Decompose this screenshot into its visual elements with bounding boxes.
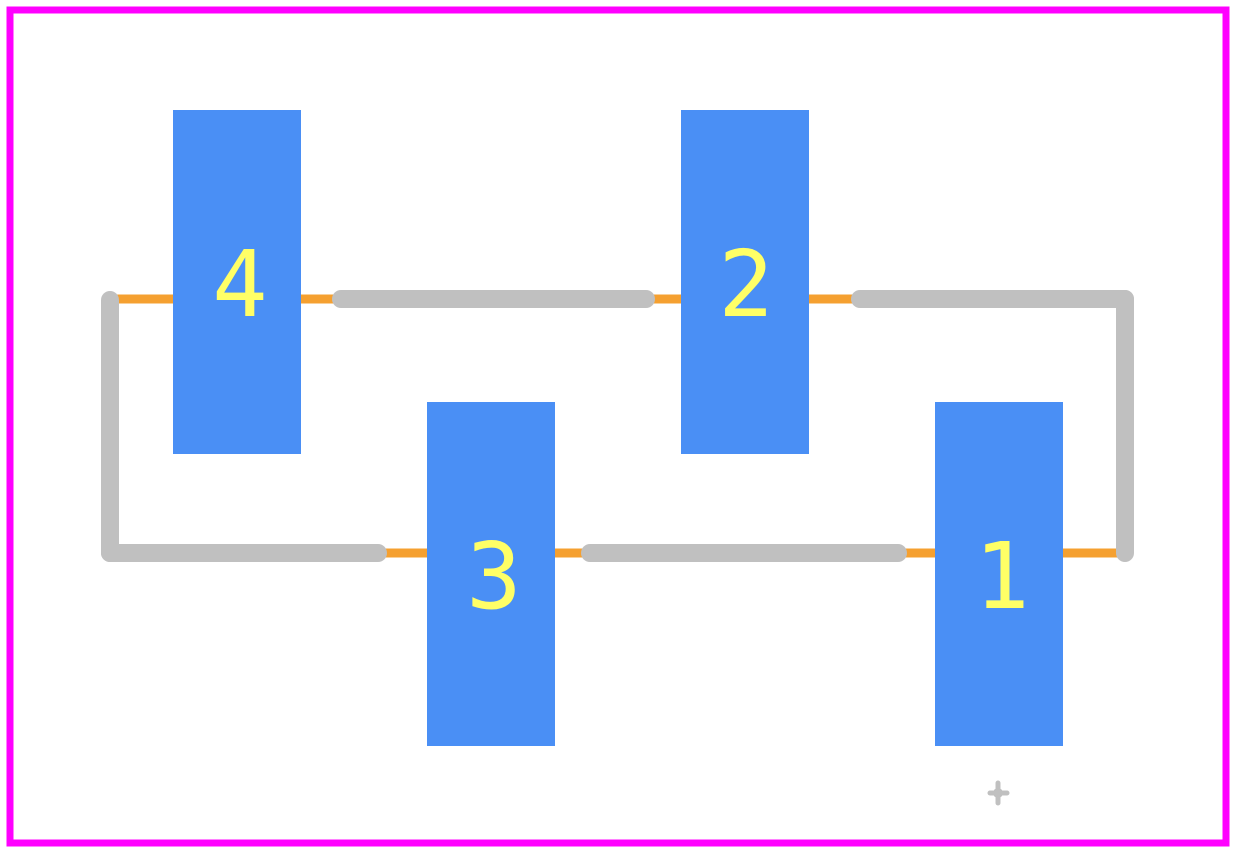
board-outline xyxy=(6,6,1230,847)
pad-4[interactable] xyxy=(173,110,301,454)
pad-3[interactable] xyxy=(427,402,555,746)
pad-1[interactable] xyxy=(935,402,1063,746)
silkscreen xyxy=(101,290,1134,562)
pads xyxy=(173,110,1063,746)
crosshair-icon xyxy=(987,780,1010,806)
pad-3-label: 3 xyxy=(466,523,521,630)
pad-labels: 4 2 3 1 xyxy=(212,231,1029,630)
pad-2-label: 2 xyxy=(718,231,773,338)
pad-1-label: 1 xyxy=(974,523,1029,630)
pad-2[interactable] xyxy=(681,110,809,454)
pad-4-label: 4 xyxy=(212,231,267,338)
